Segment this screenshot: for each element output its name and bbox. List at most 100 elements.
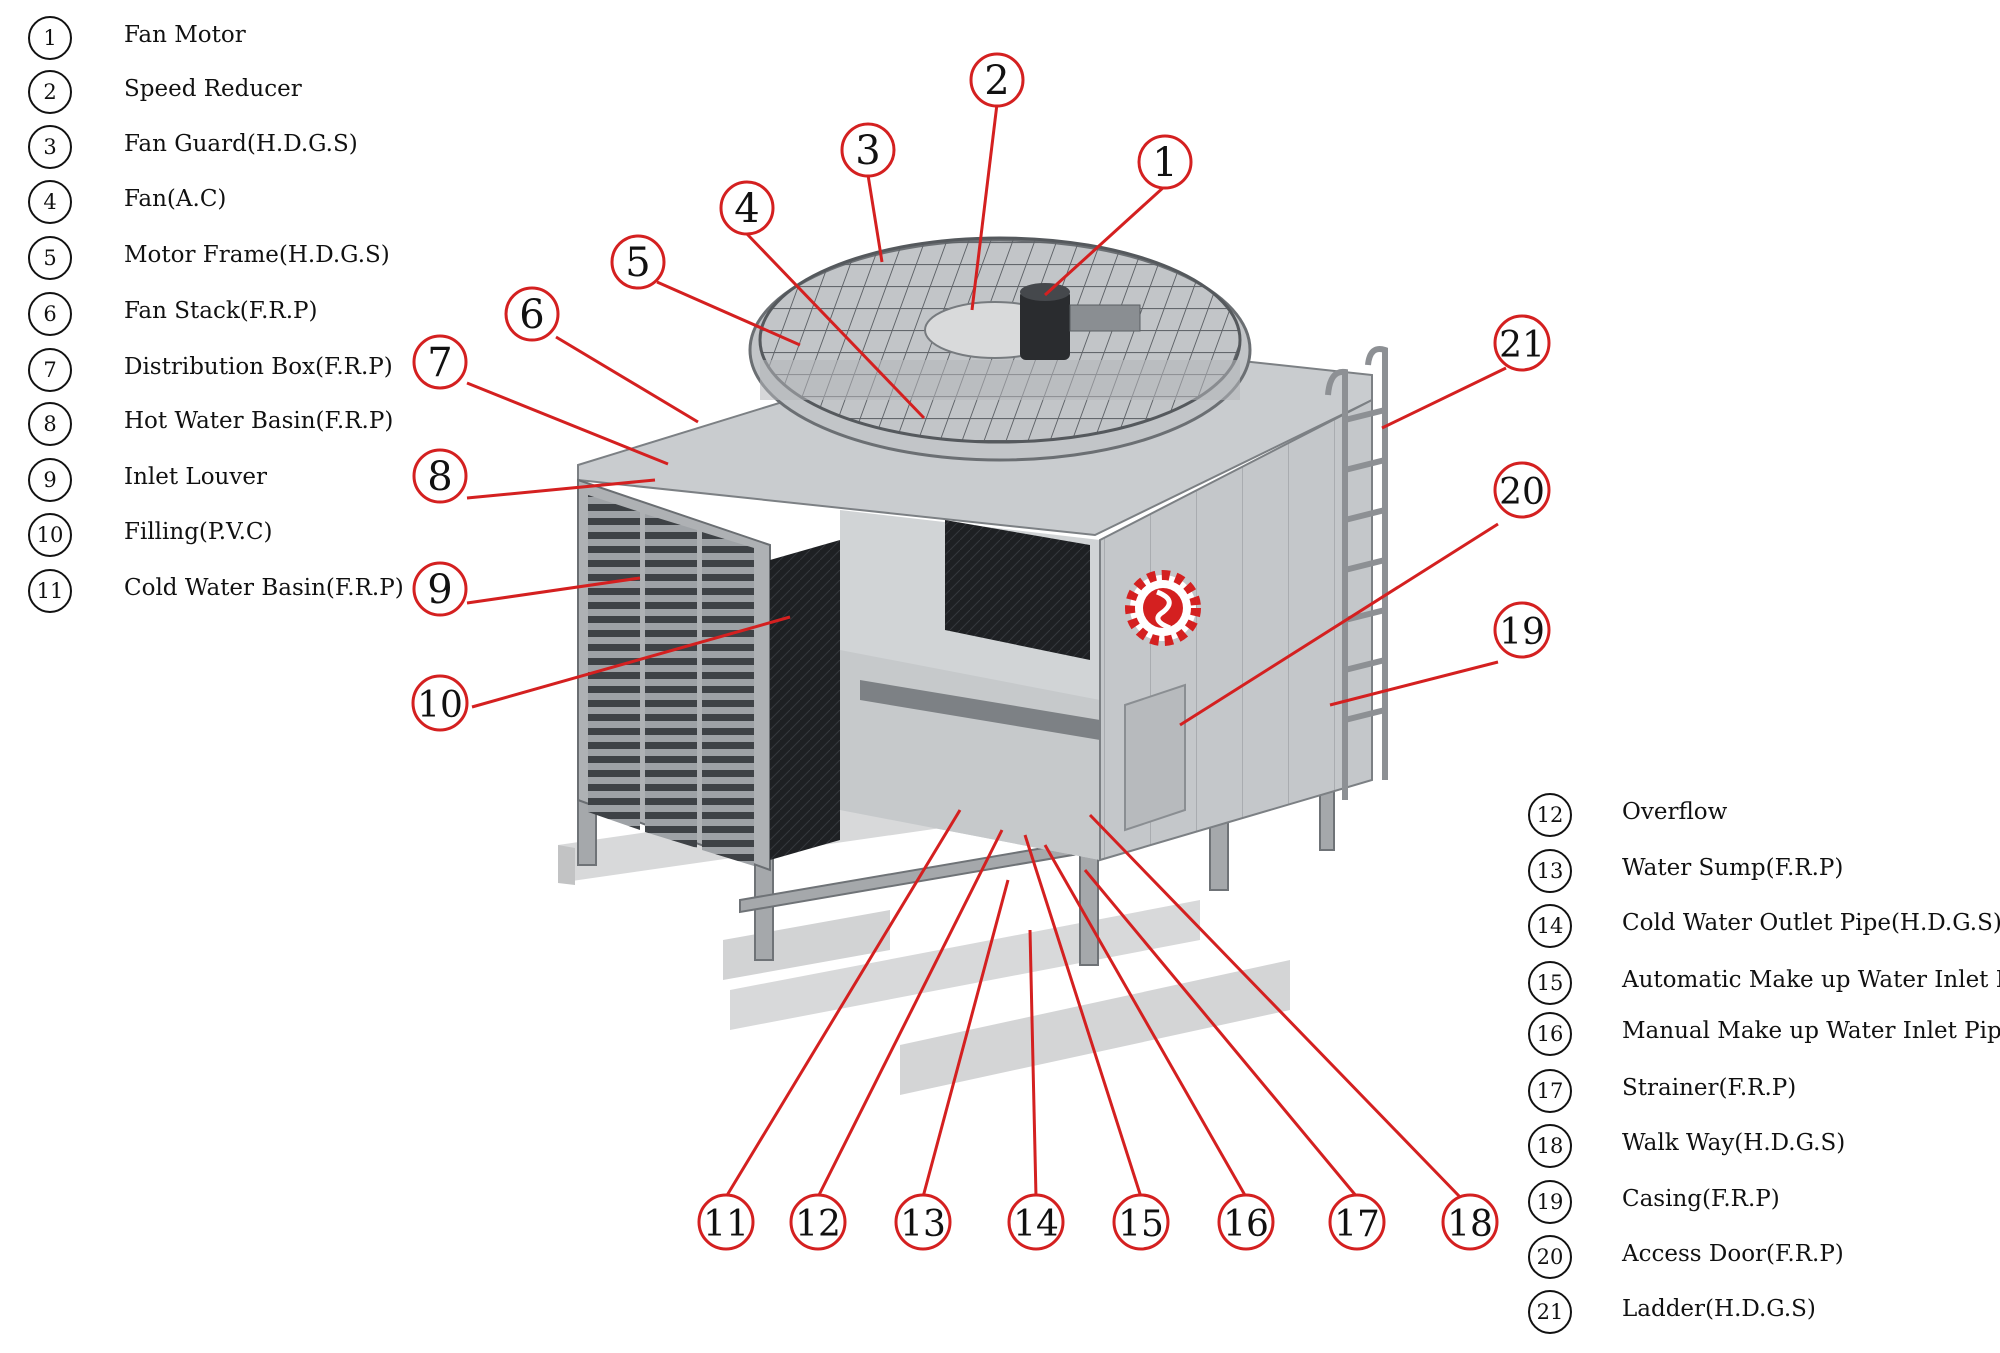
- legend-number: 19: [1528, 1180, 1572, 1224]
- legend-label: Fan Stack(F.R.P): [124, 298, 318, 324]
- legend-item: 17 Strainer(F.R.P): [1528, 1069, 2000, 1117]
- fill-media: [770, 540, 840, 860]
- svg-text:7: 7: [427, 340, 452, 386]
- callout-9: 9: [412, 561, 468, 617]
- legend-item: 7 Distribution Box(F.R.P): [28, 348, 648, 396]
- legend-item: 12 Overflow: [1528, 793, 2000, 841]
- legend-number: 14: [1528, 904, 1572, 948]
- legend-number: 21: [1528, 1290, 1572, 1334]
- legend-number: 16: [1528, 1012, 1572, 1056]
- svg-text:6: 6: [519, 292, 544, 338]
- svg-text:14: 14: [1013, 1204, 1059, 1245]
- callout-6: 6: [504, 286, 560, 342]
- legend-number: 10: [28, 513, 72, 557]
- legend-number: 13: [1528, 849, 1572, 893]
- legend-label: Distribution Box(F.R.P): [124, 354, 393, 380]
- legend-label: Walk Way(H.D.G.S): [1622, 1130, 1846, 1156]
- callout-5: 5: [610, 234, 666, 290]
- svg-text:11: 11: [703, 1204, 749, 1245]
- legend-number: 7: [28, 348, 72, 392]
- legend-number: 3: [28, 125, 72, 169]
- legend-label: Fan(A.C): [124, 186, 227, 212]
- callout-12: 12: [789, 1193, 847, 1251]
- callout-20: 20: [1493, 461, 1551, 519]
- legend-item: 18 Walk Way(H.D.G.S): [1528, 1124, 2000, 1172]
- callout-3: 3: [840, 122, 896, 178]
- legend-label: Automatic Make up Water Inlet Pipe: [1622, 967, 2000, 993]
- legend-item: 2 Speed Reducer: [28, 70, 648, 118]
- legend-label: Water Sump(F.R.P): [1622, 855, 1844, 881]
- callout-7: 7: [412, 334, 468, 390]
- callout-17: 17: [1328, 1193, 1386, 1251]
- legend-number: 11: [28, 569, 72, 613]
- legend-item: 10 Filling(P.V.C): [28, 513, 648, 561]
- legend-number: 15: [1528, 961, 1572, 1005]
- svg-text:18: 18: [1447, 1204, 1493, 1245]
- legend-label: Access Door(F.R.P): [1622, 1241, 1844, 1267]
- fan-motor-assembly: [924, 283, 1141, 360]
- callout-19: 19: [1493, 601, 1551, 659]
- leader-lines: [466, 103, 1507, 1199]
- svg-text:17: 17: [1334, 1204, 1380, 1245]
- svg-text:2: 2: [984, 58, 1009, 104]
- legend-number: 18: [1528, 1124, 1572, 1168]
- legend-number: 1: [28, 16, 72, 60]
- legend-item: 4 Fan(A.C): [28, 180, 648, 228]
- svg-text:1: 1: [1152, 140, 1177, 186]
- legend-item: 21 Ladder(H.D.G.S): [1528, 1290, 2000, 1338]
- svg-text:10: 10: [417, 685, 463, 726]
- svg-text:3: 3: [855, 128, 880, 174]
- svg-text:5: 5: [625, 240, 650, 286]
- legend-label: Casing(F.R.P): [1622, 1186, 1780, 1212]
- legend-number: 5: [28, 236, 72, 280]
- brand-logo: [1125, 570, 1201, 646]
- svg-text:16: 16: [1223, 1204, 1269, 1245]
- svg-text:20: 20: [1499, 472, 1545, 513]
- legend-number: 4: [28, 180, 72, 224]
- legend-number: 17: [1528, 1069, 1572, 1113]
- callout-15: 15: [1112, 1193, 1170, 1251]
- svg-text:12: 12: [795, 1204, 841, 1245]
- callout-21: 21: [1493, 314, 1551, 372]
- callout-10: 10: [411, 674, 469, 732]
- legend-number: 8: [28, 402, 72, 446]
- legend-number: 12: [1528, 793, 1572, 837]
- legend-item: 19 Casing(F.R.P): [1528, 1180, 2000, 1228]
- svg-text:15: 15: [1118, 1204, 1164, 1245]
- ladder: [1325, 346, 1388, 800]
- callout-8: 8: [412, 448, 468, 504]
- legend-item: 3 Fan Guard(H.D.G.S): [28, 125, 648, 173]
- casing-face: [1099, 398, 1373, 862]
- callout-18: 18: [1441, 1193, 1499, 1251]
- legend-item: 13 Water Sump(F.R.P): [1528, 849, 2000, 897]
- legend-number: 2: [28, 70, 72, 114]
- callouts: 1 2 3 4 5 6 7 8 9 10 11 12 13 14 15 16 1…: [411, 52, 1551, 1251]
- legend-label: Filling(P.V.C): [124, 519, 273, 545]
- svg-text:9: 9: [427, 567, 452, 613]
- legend-label: Ladder(H.D.G.S): [1622, 1296, 1816, 1322]
- legend-number: 9: [28, 458, 72, 502]
- legend-label: Hot Water Basin(F.R.P): [124, 408, 394, 434]
- legend-label: Fan Guard(H.D.G.S): [124, 131, 358, 157]
- legend-label: Cold Water Basin(F.R.P): [124, 575, 404, 601]
- legend-item: 11 Cold Water Basin(F.R.P): [28, 569, 648, 617]
- callout-14: 14: [1007, 1193, 1065, 1251]
- legend-label: Strainer(F.R.P): [1622, 1075, 1797, 1101]
- svg-text:19: 19: [1499, 612, 1545, 653]
- svg-text:8: 8: [427, 454, 452, 500]
- legend-label: Speed Reducer: [124, 76, 302, 102]
- legend-label: Overflow: [1622, 799, 1728, 825]
- legend-label: Cold Water Outlet Pipe(H.D.G.S): [1622, 910, 2000, 936]
- callout-1: 1: [1137, 134, 1193, 190]
- svg-text:21: 21: [1499, 325, 1545, 366]
- callout-11: 11: [697, 1193, 755, 1251]
- legend-item: 15 Automatic Make up Water Inlet Pipe: [1528, 961, 2000, 1009]
- legend-number: 6: [28, 292, 72, 336]
